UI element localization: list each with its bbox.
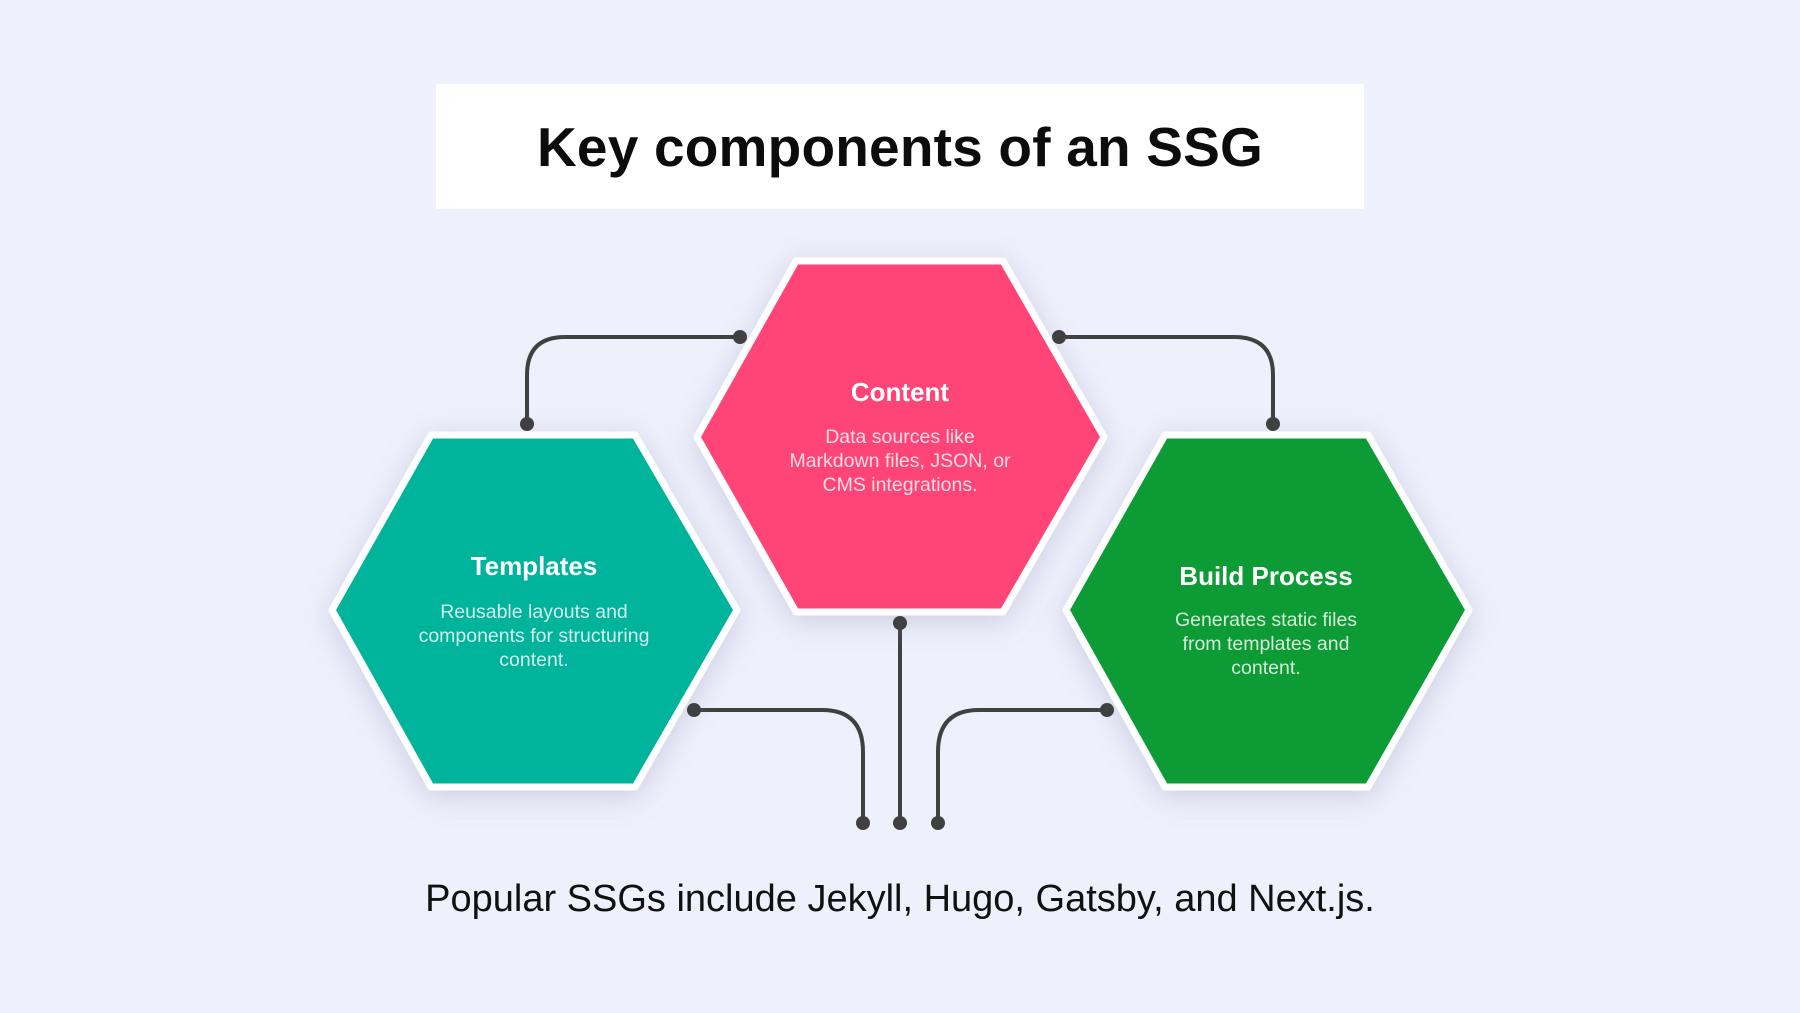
hex-content: Content Data sources like Markdown files… xyxy=(693,257,1108,616)
templates-desc-line-1: Reusable layouts and xyxy=(440,601,628,623)
connector-dot xyxy=(1100,703,1114,717)
connector-dot xyxy=(893,616,907,630)
connector-dot xyxy=(687,703,701,717)
hex-build: Build Process Generates static files fro… xyxy=(1062,431,1473,791)
build-process-desc-line-2: from templates and xyxy=(1183,633,1350,655)
content-desc-line-1: Data sources like xyxy=(825,426,975,448)
content-desc-line-2: Markdown files, JSON, or xyxy=(789,450,1011,472)
content-desc-line-3: CMS integrations. xyxy=(823,474,978,496)
connectors xyxy=(525,335,1275,825)
build-process-desc-line-3: content. xyxy=(1231,657,1300,679)
connector-dot xyxy=(931,816,945,830)
content-hexagon xyxy=(693,257,1108,616)
connector-templates-bottom xyxy=(692,708,865,825)
templates-title: Templates xyxy=(471,551,598,581)
hex-templates: Templates Reusable layouts and component… xyxy=(328,431,741,791)
connector-content-build xyxy=(1057,335,1275,426)
title-box: Key components of an SSG xyxy=(436,84,1364,209)
connector-dot xyxy=(893,816,907,830)
connector-dot xyxy=(856,816,870,830)
build-process-title: Build Process xyxy=(1179,561,1352,591)
connector-build-bottom xyxy=(936,708,1109,825)
footer-note: Popular SSGs include Jekyll, Hugo, Gatsb… xyxy=(425,878,1375,920)
templates-desc-line-3: content. xyxy=(499,649,568,671)
build-process-desc-line-1: Generates static files xyxy=(1175,609,1357,631)
connector-dot xyxy=(1052,330,1066,344)
page-title: Key components of an SSG xyxy=(536,115,1264,178)
build-process-hexagon xyxy=(1062,431,1473,791)
connector-dot xyxy=(733,330,747,344)
connector-dot xyxy=(1266,417,1280,431)
connector-content-templates xyxy=(525,335,742,426)
connector-dot xyxy=(520,417,534,431)
templates-hexagon xyxy=(328,431,741,791)
connector-dots xyxy=(520,330,1280,830)
templates-desc-line-2: components for structuring xyxy=(419,625,650,647)
content-title: Content xyxy=(851,377,950,407)
